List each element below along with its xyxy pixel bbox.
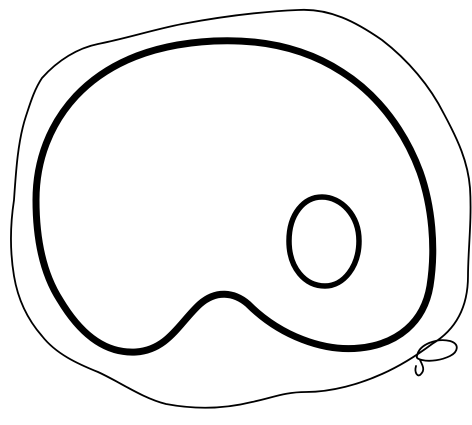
- contour-diagram: [0, 0, 472, 425]
- contour-diagram-canvas: [0, 0, 472, 425]
- diagram-background: [0, 0, 472, 425]
